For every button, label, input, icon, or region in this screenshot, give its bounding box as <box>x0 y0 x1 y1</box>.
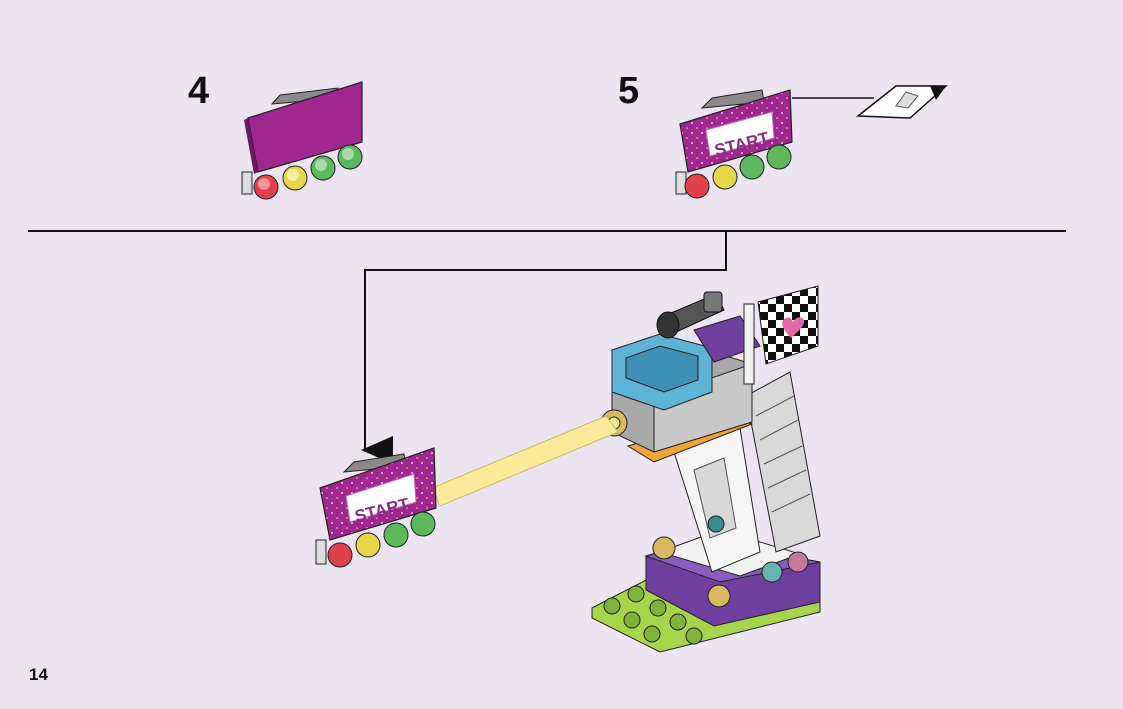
checkered-flag-icon <box>743 285 819 385</box>
step4-sign-assembly <box>241 81 363 200</box>
step-number-5: 5 <box>618 70 640 112</box>
step4-light-green-1 <box>310 155 336 181</box>
placement-arrow <box>361 231 727 464</box>
heart-icon <box>782 317 805 338</box>
final-assembly <box>591 285 821 653</box>
sticker-icon <box>855 85 948 119</box>
ladder <box>745 371 821 553</box>
step-number-4: 4 <box>188 70 210 112</box>
final-start-sign: START <box>315 447 437 568</box>
step4-light-yellow <box>282 165 308 191</box>
spotlight-icon <box>656 291 725 339</box>
step4-light-red <box>253 174 279 200</box>
step5-sign-assembly: START <box>675 89 793 199</box>
light-beam <box>431 415 619 507</box>
page-number: 14 <box>29 665 48 684</box>
step4-light-green-2 <box>337 144 363 170</box>
base-studs <box>603 585 703 645</box>
